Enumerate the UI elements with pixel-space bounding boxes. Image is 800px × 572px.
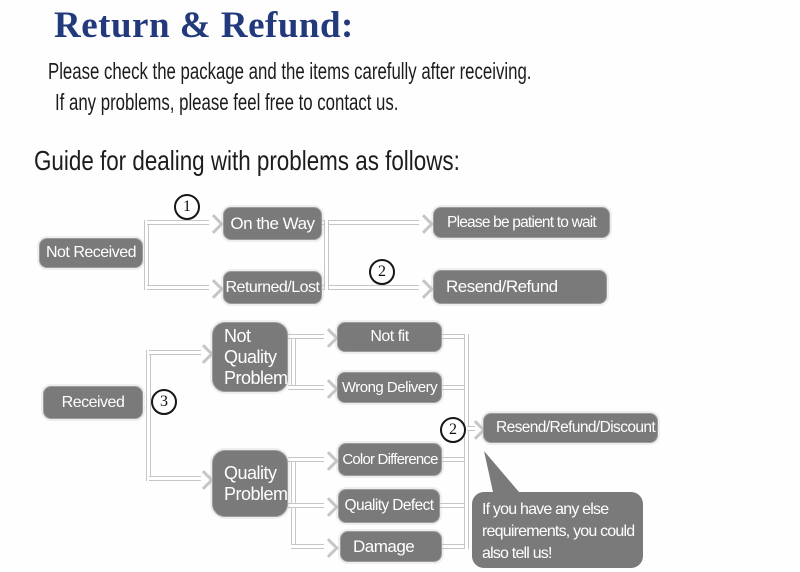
node-label: Quality	[224, 346, 277, 367]
arrow-icon	[194, 470, 214, 490]
node-wrong-delivery: Wrong Delivery	[337, 372, 442, 403]
node-label: Problem	[224, 367, 288, 388]
node-label: Returned/Lost	[225, 278, 320, 296]
node-label: Not	[224, 325, 251, 346]
connector-wrong-delivery-out	[442, 385, 466, 390]
node-not-quality-problem: Not Quality Problem	[212, 322, 288, 392]
step-marker-3: 3	[151, 389, 177, 415]
arrow-icon	[414, 279, 434, 299]
connector-quality-defect-out	[440, 503, 466, 508]
arrow-icon	[319, 328, 339, 348]
connector-to-on-the-way	[147, 220, 209, 225]
connector-to-not-fit	[288, 334, 324, 339]
node-label: Color Difference	[342, 451, 438, 468]
connector-damage-out	[442, 544, 466, 549]
connector-to-color-difference	[288, 457, 324, 462]
note-line: If you have any else	[482, 501, 609, 518]
arrow-icon	[319, 538, 339, 558]
connector-way-lost-bracket	[324, 220, 329, 290]
arrow-icon	[204, 279, 224, 299]
connector-not-fit-out	[442, 334, 466, 339]
node-label: On the Way	[230, 213, 315, 233]
node-not-received: Not Received	[39, 238, 143, 268]
node-on-the-way: On the Way	[223, 207, 322, 240]
connector-to-not-quality	[149, 350, 201, 355]
node-label: Resend/Refund/Discount	[496, 419, 656, 436]
node-resend-refund: Resend/Refund	[433, 270, 607, 304]
node-label: Not fit	[370, 328, 409, 345]
note-bubble: If you have any else requirements, you c…	[472, 492, 643, 568]
connector-to-rrd	[467, 426, 475, 431]
arrow-icon	[204, 214, 224, 234]
connector-to-please-wait	[322, 220, 419, 225]
note-line: requirements, you could	[482, 523, 635, 540]
arrow-icon	[319, 379, 339, 399]
subtitle-line-1: Please check the package and the items c…	[48, 58, 532, 84]
node-please-be-patient: Please be patient to wait	[433, 207, 610, 238]
node-label: Damage	[353, 536, 415, 556]
arrow-icon	[414, 214, 434, 234]
node-received: Received	[43, 386, 143, 419]
arrow-icon	[319, 497, 339, 517]
node-returned-lost: Returned/Lost	[223, 271, 322, 304]
node-quality-problem: Quality Problem	[212, 450, 288, 517]
node-label: Not Received	[45, 244, 137, 261]
node-damage: Damage	[340, 531, 442, 562]
step-marker-1: 1	[174, 194, 200, 220]
node-label: Quality	[224, 462, 277, 483]
connector-not-received-bracket	[144, 220, 149, 290]
guide-heading: Guide for dealing with problems as follo…	[34, 145, 460, 176]
connector-to-resend-refund	[322, 285, 419, 290]
connector-received-bracket	[146, 350, 151, 481]
connector-to-damage	[291, 544, 324, 549]
step-marker-2: 2	[369, 259, 395, 285]
node-label: Please be patient to wait	[447, 213, 597, 231]
node-label: Resend/Refund	[446, 277, 558, 296]
node-resend-refund-discount: Resend/Refund/Discount	[483, 413, 658, 443]
page-title: Return & Refund:	[54, 5, 354, 46]
node-quality-defect: Quality Defect	[338, 489, 440, 523]
step-marker-2: 2	[440, 417, 466, 443]
note-line: also tell us!	[482, 545, 552, 562]
node-label: Received	[61, 393, 125, 411]
connector-to-returned-lost	[147, 285, 209, 290]
node-color-difference: Color Difference	[338, 443, 442, 476]
subtitle-line-2: If any problems, please feel free to con…	[55, 89, 399, 115]
connector-collector-rail	[464, 334, 469, 549]
node-label: Wrong Delivery	[341, 379, 438, 396]
connector-not-quality-bracket	[291, 334, 296, 390]
connector-to-quality-problem	[149, 476, 201, 481]
node-label: Quality Defect	[344, 497, 435, 514]
connector-to-wrong-delivery	[288, 385, 324, 390]
arrow-icon	[319, 451, 339, 471]
node-label: Problem	[224, 483, 288, 504]
connector-to-quality-defect	[288, 503, 324, 508]
node-not-fit: Not fit	[337, 322, 442, 352]
connector-color-difference-out	[442, 457, 466, 462]
arrow-icon	[194, 344, 214, 364]
